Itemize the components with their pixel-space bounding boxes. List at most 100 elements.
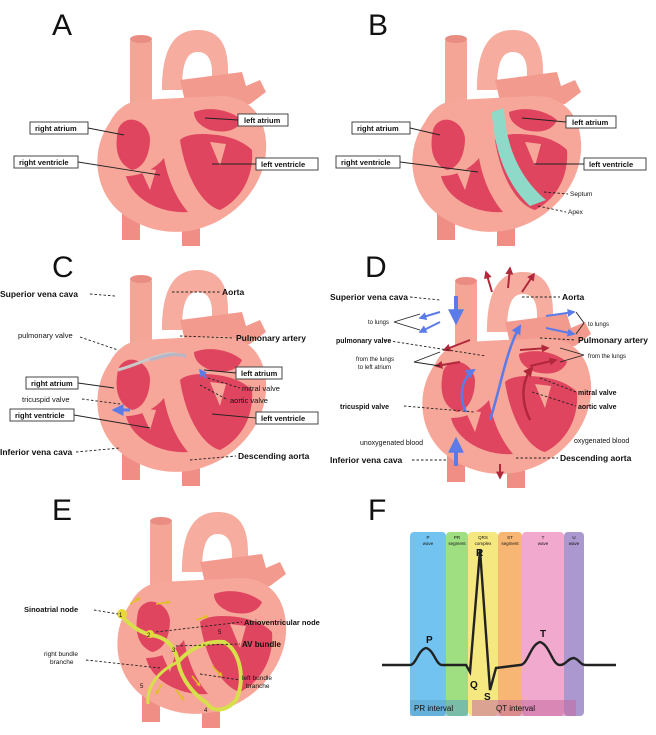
ecg-band-sublabel: wave	[423, 541, 434, 546]
label-left-bundle-1: left bundle	[242, 675, 272, 682]
label-from-lungs-left-2: to left atrium	[358, 365, 391, 371]
label-pulmonary-artery: Pulmonary artery	[236, 333, 306, 343]
label-right-bundle-1: right bundle	[44, 651, 78, 658]
impulse-arrow	[175, 689, 185, 701]
svg-text:right atrium: right atrium	[357, 124, 399, 133]
panel-a: A right atrium left atrium right ventric…	[13, 9, 319, 246]
label-right-ventricle: right ventricle	[13, 155, 161, 176]
label-aortic-valve: aortic valve	[578, 404, 617, 411]
peak-p-label: P	[426, 635, 433, 646]
conduction-pathway	[118, 612, 210, 706]
svg-text:left ventricle: left ventricle	[589, 160, 633, 169]
label-left-atrium: left atrium	[204, 113, 289, 127]
ecg-band-sublabel: wave	[538, 541, 549, 546]
panel-c-letter: C	[52, 251, 74, 284]
sinoatrial-node-dot	[117, 609, 127, 619]
stage-number: 5	[140, 684, 144, 690]
peak-r-label: R	[476, 548, 484, 559]
label-aortic-valve: aortic valve	[230, 396, 268, 405]
label-descending-aorta: Descending aorta	[560, 453, 632, 463]
septum-highlight	[492, 108, 546, 206]
label-left-ventricle: left ventricle	[211, 411, 319, 425]
stage-number: 5	[218, 630, 222, 636]
ecg-band-sublabel: segment	[448, 541, 466, 546]
ecg-band	[446, 532, 468, 716]
impulse-arrow	[211, 665, 223, 677]
label-qt-interval: QT interval	[496, 704, 535, 713]
label-mitral-valve: mitral valve	[242, 384, 280, 393]
oxygenated-flow-arrow	[484, 270, 493, 293]
label-right-atrium: right atrium	[29, 121, 125, 136]
blood-flow-arrow	[199, 368, 208, 379]
unoxygenated-flow-arrow	[418, 311, 441, 320]
svg-text:left ventricle: left ventricle	[261, 414, 305, 423]
svg-text:right ventricle: right ventricle	[15, 411, 65, 420]
ecg-band-sublabel: complex	[475, 541, 493, 546]
label-right-ventricle: right ventricle	[9, 408, 151, 429]
svg-text:right ventricle: right ventricle	[341, 158, 391, 167]
impulse-arrow	[155, 683, 163, 695]
conduction-pathway	[176, 639, 243, 712]
label-pulmonary-valve: pulmonary valve	[336, 338, 391, 345]
apex-label: Apex	[568, 209, 584, 216]
ecg-band-sublabel: wave	[569, 541, 580, 546]
ecg-trace	[382, 549, 616, 691]
ecg-band-label: P	[426, 535, 429, 540]
label-oxygenated-blood: oxygenated blood	[574, 438, 629, 445]
stage-number: 1	[119, 613, 123, 619]
label-superior-vena-cava: Superior vena cava	[330, 292, 408, 302]
ecg-band	[564, 532, 584, 716]
label-left-ventricle: left ventricle	[212, 157, 319, 171]
label-tricuspid-valve: tricuspid valve	[22, 395, 70, 404]
svg-text:right atrium: right atrium	[35, 124, 77, 133]
panel-d-letter: D	[365, 251, 387, 284]
label-to-lungs-left: to lungs	[368, 320, 389, 326]
oxygenated-flow-arrow	[522, 366, 534, 421]
label-mitral-valve: mitral valve	[578, 390, 617, 397]
svg-text:right ventricle: right ventricle	[19, 158, 69, 167]
label-inferior-vena-cava: Inferior vena cava	[0, 447, 73, 457]
ecg-band-sublabel: segment	[501, 541, 519, 546]
conduction-pathway	[146, 660, 179, 705]
ecg-bands: PwavePRsegmentQRScomplexSTsegmentTwaveUw…	[410, 532, 584, 716]
qt-interval-bar	[472, 700, 576, 716]
panel-e: E 1 2 3 4 5 5 Sinoatrial node Atrioventr…	[24, 494, 320, 728]
label-pr-interval: PR interval	[414, 704, 453, 713]
impulse-arrow	[191, 675, 201, 687]
stage-number: 4	[204, 708, 208, 714]
ecg-band-label: PR	[454, 535, 461, 540]
svg-text:left atrium: left atrium	[241, 369, 278, 378]
impulse-arrow	[155, 600, 171, 605]
oxygenated-flow-arrow	[521, 272, 535, 293]
oxygenated-flow-arrow	[529, 357, 558, 367]
label-right-bundle-2: branche	[50, 659, 74, 666]
panel-f: F PwavePRsegmentQRScomplexSTsegmentTwave…	[368, 494, 616, 716]
label-from-lungs-right: from the lungs	[588, 354, 626, 360]
svg-text:left atrium: left atrium	[572, 118, 609, 127]
unoxygenated-flow-arrow	[545, 308, 576, 317]
panel-d: D Superior vena cava Aorta to lungs to l…	[330, 251, 648, 488]
label-left-atrium: left atrium	[203, 366, 283, 380]
stage-number: 2	[147, 633, 151, 639]
svg-text:left atrium: left atrium	[244, 116, 281, 125]
label-right-atrium: right atrium	[25, 376, 115, 390]
label-right-atrium: right atrium	[351, 121, 441, 136]
ecg-band-label: QRS	[478, 535, 488, 540]
ecg-band	[522, 532, 564, 716]
label-aorta: Aorta	[562, 292, 584, 302]
unoxygenated-flow-arrow	[460, 368, 476, 413]
peak-t-label: T	[540, 629, 546, 640]
oxygenated-flow-arrow	[442, 339, 471, 352]
panel-a-letter: A	[52, 9, 72, 42]
label-descending-aorta: Descending aorta	[238, 451, 310, 461]
ecg-band-label: ST	[507, 535, 513, 540]
label-aorta: Aorta	[222, 287, 244, 297]
svg-text:left ventricle: left ventricle	[261, 160, 305, 169]
ecg-band	[410, 532, 446, 716]
label-left-bundle-2: branche	[246, 683, 270, 690]
panel-c: C Superior vena cava Aorta pulmonary val…	[0, 251, 319, 486]
label-inferior-vena-cava: Inferior vena cava	[330, 455, 403, 465]
label-right-ventricle: right ventricle	[335, 155, 479, 173]
oxygenated-flow-arrow	[434, 361, 461, 369]
label-superior-vena-cava: Superior vena cava	[0, 289, 78, 299]
